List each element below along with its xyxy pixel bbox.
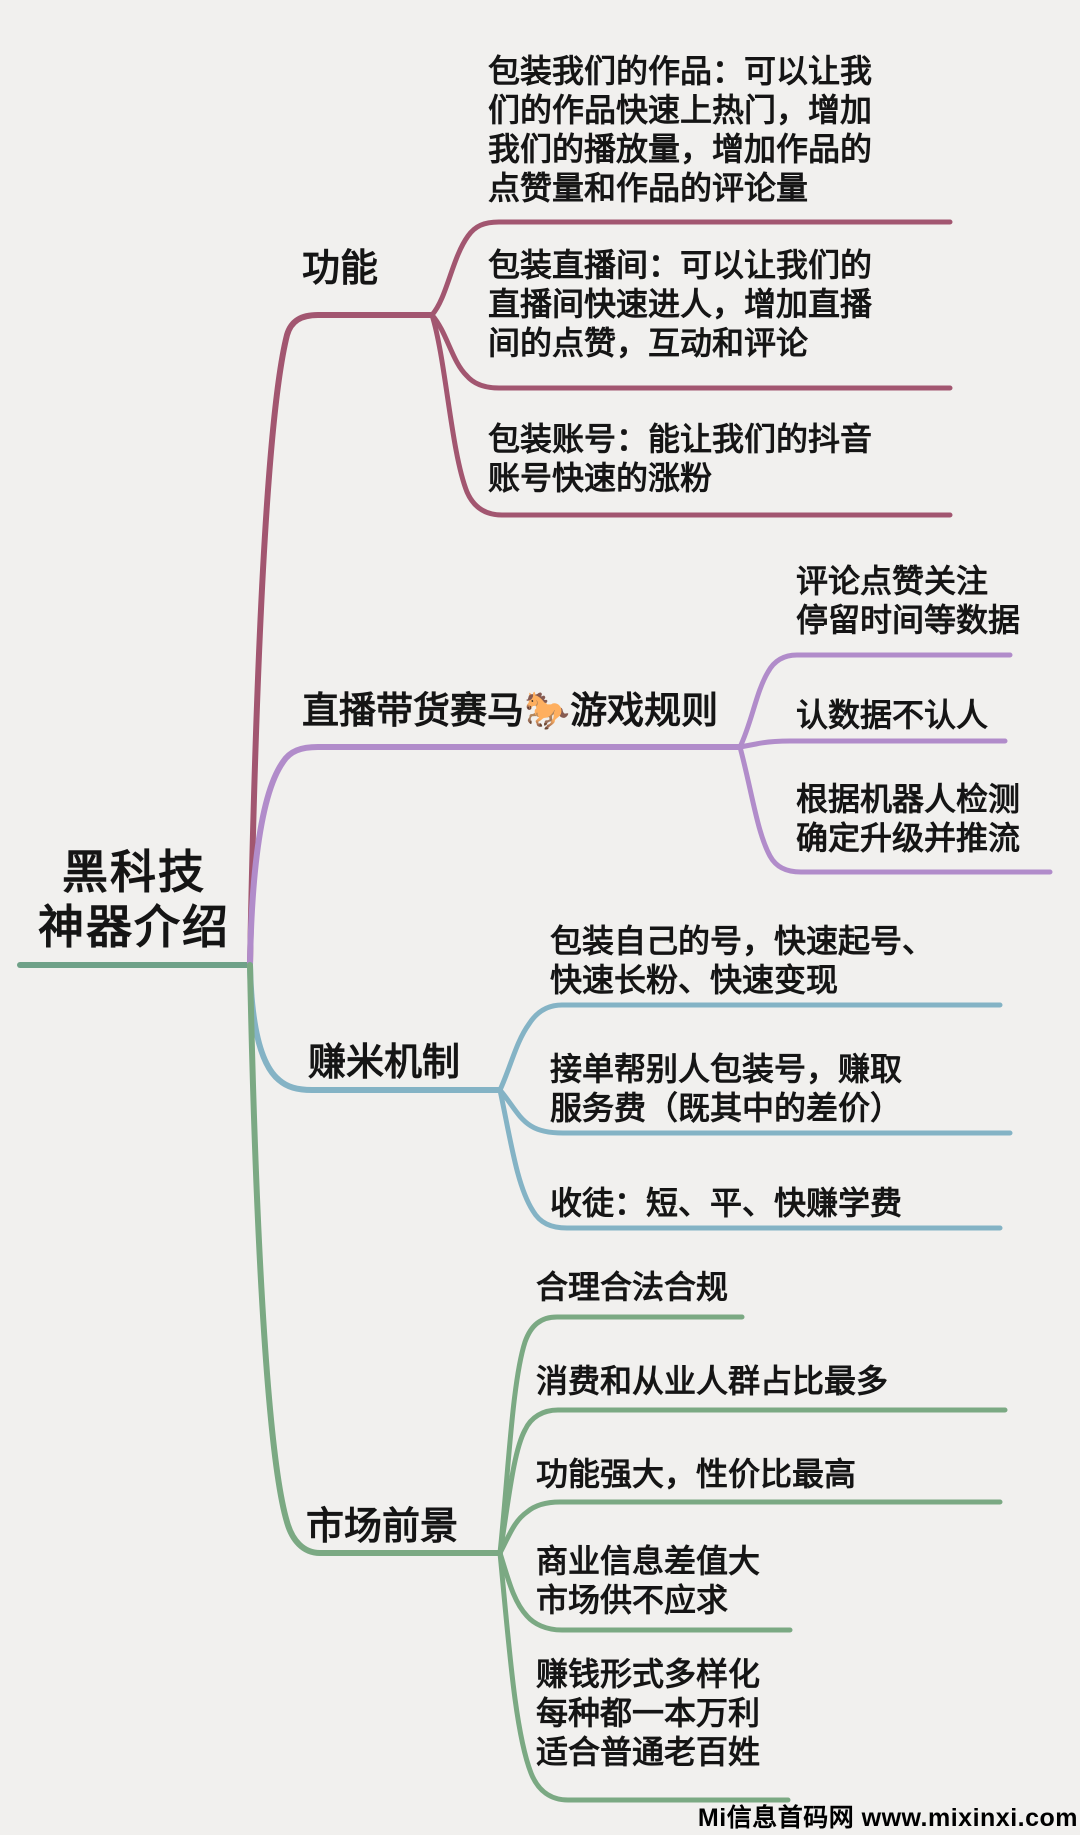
edge-root-to-branch-4: [247, 962, 503, 1556]
branch-3-label: 赚米机制: [308, 1042, 461, 1084]
branch-1-label: 功能: [302, 248, 379, 290]
edge-branch-3-child-3: [497, 1087, 1003, 1231]
edge-branch-1-child-1: [429, 219, 953, 318]
branch-3-child-1: 包装自己的号，快速起号、 快速长粉、快速变现: [550, 923, 935, 999]
edge-branch-4-child-2: [497, 1407, 1008, 1556]
edge-branch-4-child-1: [497, 1314, 745, 1556]
edge-branch-1-child-2: [429, 312, 953, 391]
edge-branch-2-child-1: [737, 652, 1013, 750]
branch-4-label: 市场前景: [306, 1506, 459, 1548]
edge-branch-4-child-5: [497, 1550, 791, 1803]
branch-4-child-3: 功能强大，性价比最高: [536, 1456, 857, 1492]
branch-2-label: 直播带货赛马🐎游戏规则: [302, 690, 719, 731]
branch-2-child-2: 认数据不认人: [796, 697, 989, 733]
edge-branch-3-child-1: [497, 1002, 1003, 1093]
edge-root-to-branch-1: [247, 312, 435, 968]
branch-4-child-4: 商业信息差值大 市场供不应求: [536, 1543, 761, 1619]
branch-4-child-5: 赚钱形式多样化 每种都一本万利 适合普通老百姓: [536, 1656, 761, 1771]
branch-1-child-2: 包装直播间：可以让我们的 直播间快速进人，增加直播 间的点赞，互动和评论: [488, 247, 873, 362]
edge-branch-3-child-2: [497, 1087, 1013, 1136]
edge-branch-4-child-3: [497, 1499, 1003, 1556]
branch-2-child-1: 评论点赞关注 停留时间等数据: [796, 563, 1021, 639]
branch-1-child-3: 包装账号：能让我们的抖音 账号快速的涨粉: [488, 421, 873, 497]
branch-3-child-3: 收徒：短、平、快赚学费: [550, 1185, 903, 1221]
branch-1-child-1: 包装我们的作品：可以让我 们的作品快速上热门，增加 我们的播放量，增加作品的 点…: [488, 53, 873, 207]
edge-branch-2-child-2: [737, 738, 1008, 750]
watermark: Mi信息首码网 www.mixinxi.com: [697, 1804, 1078, 1832]
branch-4-child-2: 消费和从业人群占比最多: [536, 1363, 889, 1399]
edge-branch-2-child-3: [737, 744, 1053, 875]
branch-2-child-3: 根据机器人检测 确定升级并推流: [796, 781, 1021, 857]
edge-branch-1-child-3: [429, 312, 953, 518]
branch-3-child-2: 接单帮别人包装号，赚取 服务费（既其中的差价）: [550, 1051, 903, 1127]
branch-4-child-1: 合理合法合规: [536, 1269, 729, 1305]
edge-branch-4-child-4: [497, 1550, 793, 1633]
root-node: 黑科技 神器介绍: [38, 846, 230, 954]
edge-root-to-branch-2: [247, 744, 743, 968]
